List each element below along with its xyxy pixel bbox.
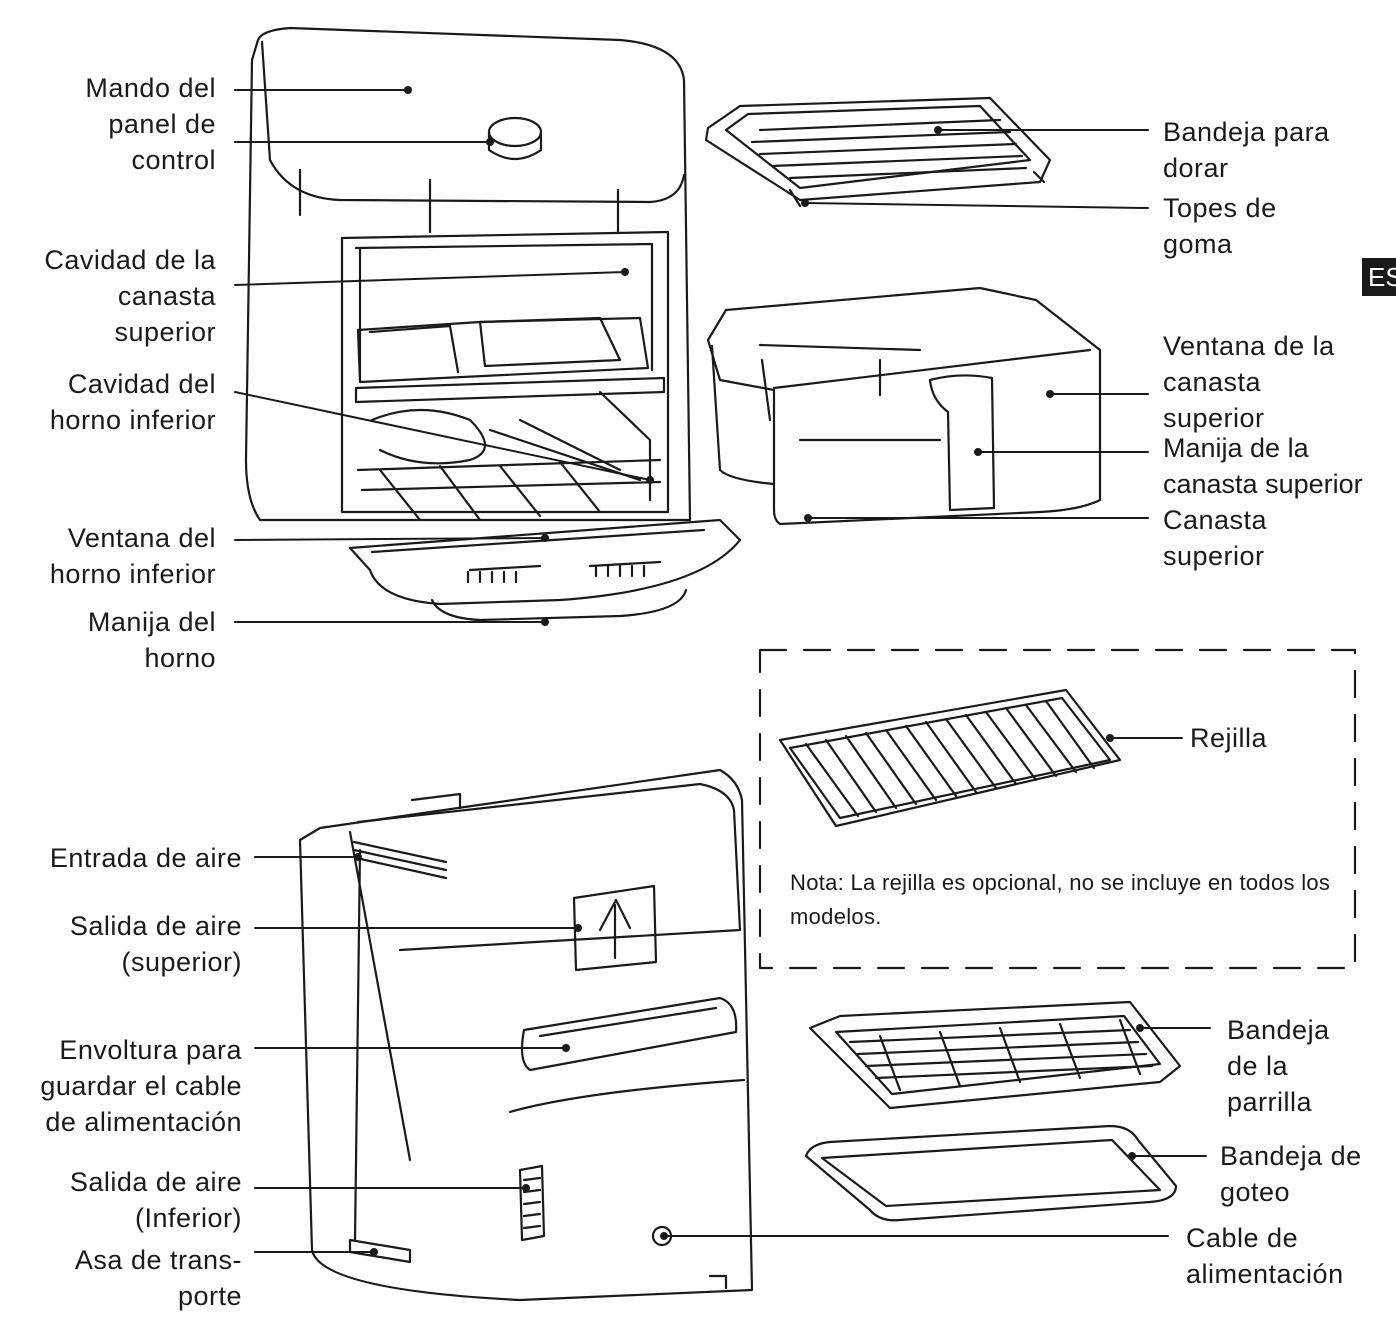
air-inlet-vents [352,840,448,880]
label-cable-alimentacion: Cable de alimentación [1186,1223,1344,1289]
drip-tray-drawing [804,1124,1178,1222]
label-canasta-superior: Canasta superior [1163,505,1268,571]
upper-cavity [340,230,670,514]
lower-rack [356,458,662,522]
label-cavidad-horno-inferior: Cavidad del horno inferior [49,369,216,435]
label-bandeja-goteo: Bandeja de goteo [1220,1141,1362,1207]
oven-door [348,518,742,606]
label-mando-panel: Mando del panel de control [85,73,216,175]
label-rejilla: Rejilla [1190,723,1268,753]
language-tab: ES [1362,258,1396,296]
carry-handle [348,1238,412,1264]
label-salida-aire-inferior: Salida de aire (Inferior) [69,1167,242,1233]
back-appliance-drawing [298,768,754,1302]
label-bandeja-dorar: Bandeja para dorar [1163,117,1330,183]
front-appliance-drawing [244,26,742,622]
leader-dots [354,86,1144,1256]
divider-shelf [354,376,666,404]
label-envoltura-cable: Envoltura para guardar el cable de alime… [40,1035,242,1137]
label-ventana-horno-inferior: Ventana del horno inferior [49,523,216,589]
label-manija-horno: Manija del horno [87,607,216,673]
label-ventana-canasta-superior: Ventana de la canasta superior [1163,331,1335,433]
label-bandeja-parrilla: Bandeja de la parrilla [1227,1015,1330,1117]
upper-basket-drawing [706,286,1102,526]
crisper-plate-drawing [704,96,1052,208]
label-salida-aire-superior: Salida de aire (superior) [69,911,242,977]
label-cavidad-canasta-superior: Cavidad de la canasta superior [44,245,216,347]
rack-dashed-box [758,648,1357,970]
heating-element [370,408,487,465]
bottom-air-outlet [518,1164,546,1242]
control-panel-top [260,40,686,204]
label-topes-goma: Topes de goma [1163,193,1277,259]
upper-tray [356,316,650,384]
rack-note: Nota: La rejilla es opcional, no se incl… [790,870,1331,929]
label-asa-transporte: Asa de trans- porte [74,1245,242,1311]
oven-handle [430,588,688,622]
control-knob [487,116,543,148]
label-entrada-aire: Entrada de aire [49,843,242,873]
leader-lines [234,89,1211,1253]
grill-pan-drawing [808,1000,1182,1110]
basket-handle [928,374,996,512]
top-air-outlet [572,884,658,972]
label-manija-canasta-superior: Manija de la canasta superior [1163,433,1363,499]
rack-drawing [778,688,1122,828]
front-body-outline [244,26,692,522]
